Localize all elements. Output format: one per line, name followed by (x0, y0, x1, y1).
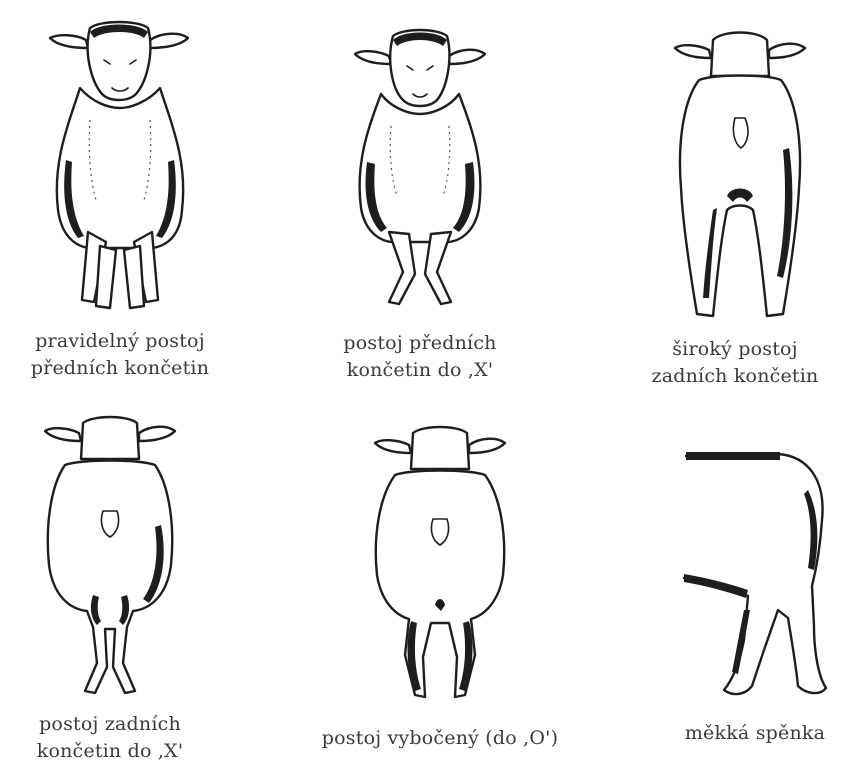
sheep-front-x-illustration (345, 22, 495, 322)
figure-rear-wide: široký postoj zadních končetin (665, 28, 815, 328)
sheep-soft-pastern-illustration (680, 450, 830, 710)
figure-front-regular: pravidelný postoj předních končetin (40, 10, 200, 320)
figure-rear-o: postoj vybočený (do ,O') (365, 425, 515, 715)
caption-soft-pastern: měkká spěnka (620, 720, 843, 747)
caption-rear-x: postoj zadních končetin do ,X' (0, 711, 230, 765)
sheep-front-regular-illustration (40, 10, 200, 320)
caption-rear-o: postoj vybočený (do ,O') (295, 725, 585, 752)
figure-soft-pastern: měkká spěnka (680, 450, 830, 710)
caption-line: postoj zadních (0, 711, 230, 738)
caption-line: široký postoj (615, 336, 843, 363)
caption-line: končetin do ,X' (300, 357, 540, 384)
caption-rear-wide: široký postoj zadních končetin (615, 336, 843, 390)
figure-rear-x: postoj zadních končetin do ,X' (35, 415, 185, 715)
caption-line: pravidelný postoj (0, 328, 240, 355)
caption-line: zadních končetin (615, 363, 843, 390)
caption-line: končetin do ,X' (0, 738, 230, 765)
caption-line: předních končetin (0, 355, 240, 382)
caption-line: měkká spěnka (620, 720, 843, 747)
caption-front-x: postoj předních končetin do ,X' (300, 330, 540, 384)
caption-front-regular: pravidelný postoj předních končetin (0, 328, 240, 382)
caption-line: postoj vybočený (do ,O') (295, 725, 585, 752)
sheep-rear-wide-illustration (665, 28, 815, 328)
sheep-rear-x-illustration (35, 415, 185, 715)
sheep-rear-o-illustration (365, 425, 515, 715)
caption-line: postoj předních (300, 330, 540, 357)
figure-front-x: postoj předních končetin do ,X' (345, 22, 495, 322)
